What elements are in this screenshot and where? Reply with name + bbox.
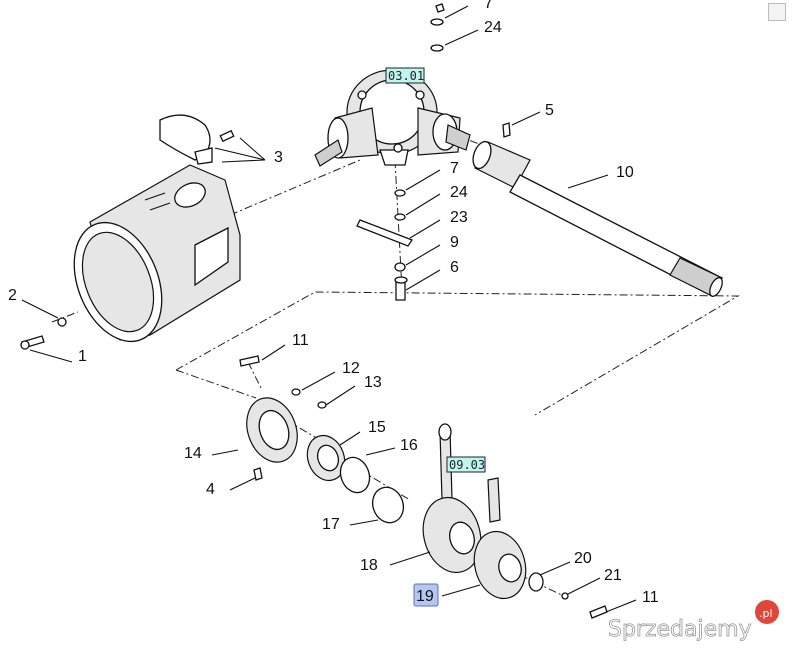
part-label: 24	[450, 184, 468, 201]
part-label: 24	[484, 19, 502, 36]
part-label: 9	[450, 234, 459, 251]
fastener-stack	[356, 3, 511, 301]
part-label: 13	[364, 374, 382, 391]
part-label: 11	[642, 589, 659, 606]
part-label: 7	[450, 160, 459, 177]
part-labels: 7 24 5 3 10 7 24 23 9 6 2 1 11 12 13 15 …	[8, 0, 659, 606]
part-label: 18	[360, 557, 378, 574]
gearbox	[314, 69, 471, 167]
highlighted-part-label: 19	[416, 588, 434, 605]
part-label: 6	[450, 259, 459, 276]
part-label: 23	[450, 209, 468, 226]
watermark: Sprzedajemy .pl	[608, 600, 779, 642]
part-label: 2	[8, 287, 17, 304]
part-label: 5	[545, 102, 554, 119]
watermark-badge: .pl	[759, 607, 773, 620]
part-label: 10	[616, 164, 634, 181]
section-ref-label: 03.01	[388, 69, 424, 83]
watermark-text: Sprzedajemy	[608, 617, 752, 642]
drive-shaft	[472, 140, 723, 297]
part-label: 11	[292, 332, 309, 349]
left-bolt	[20, 317, 67, 350]
part-label: 12	[342, 360, 360, 377]
corner-checkbox[interactable]	[768, 3, 786, 21]
sprockets	[422, 423, 608, 619]
part-label: 20	[574, 550, 592, 567]
tube-housing	[73, 164, 241, 343]
part-label: 21	[604, 567, 622, 584]
watermark-badge-icon	[755, 600, 779, 624]
part-label: 3	[274, 149, 283, 166]
part-label: 7	[484, 0, 493, 12]
part-label: 17	[322, 516, 340, 533]
part-label: 4	[206, 481, 215, 498]
section-ref-0903[interactable]: 09.03	[446, 456, 486, 473]
leader-lines	[21, 5, 637, 613]
part-label: 16	[400, 437, 418, 454]
shield-plate	[159, 114, 235, 165]
section-ref-0301[interactable]: 03.01	[385, 67, 425, 84]
part-label: 1	[78, 348, 87, 365]
part-label: 15	[368, 419, 386, 436]
section-ref-label: 09.03	[449, 458, 485, 472]
bearing-assembly	[239, 355, 405, 524]
highlighted-part-19[interactable]: 19	[413, 583, 439, 607]
part-label: 14	[184, 445, 202, 462]
